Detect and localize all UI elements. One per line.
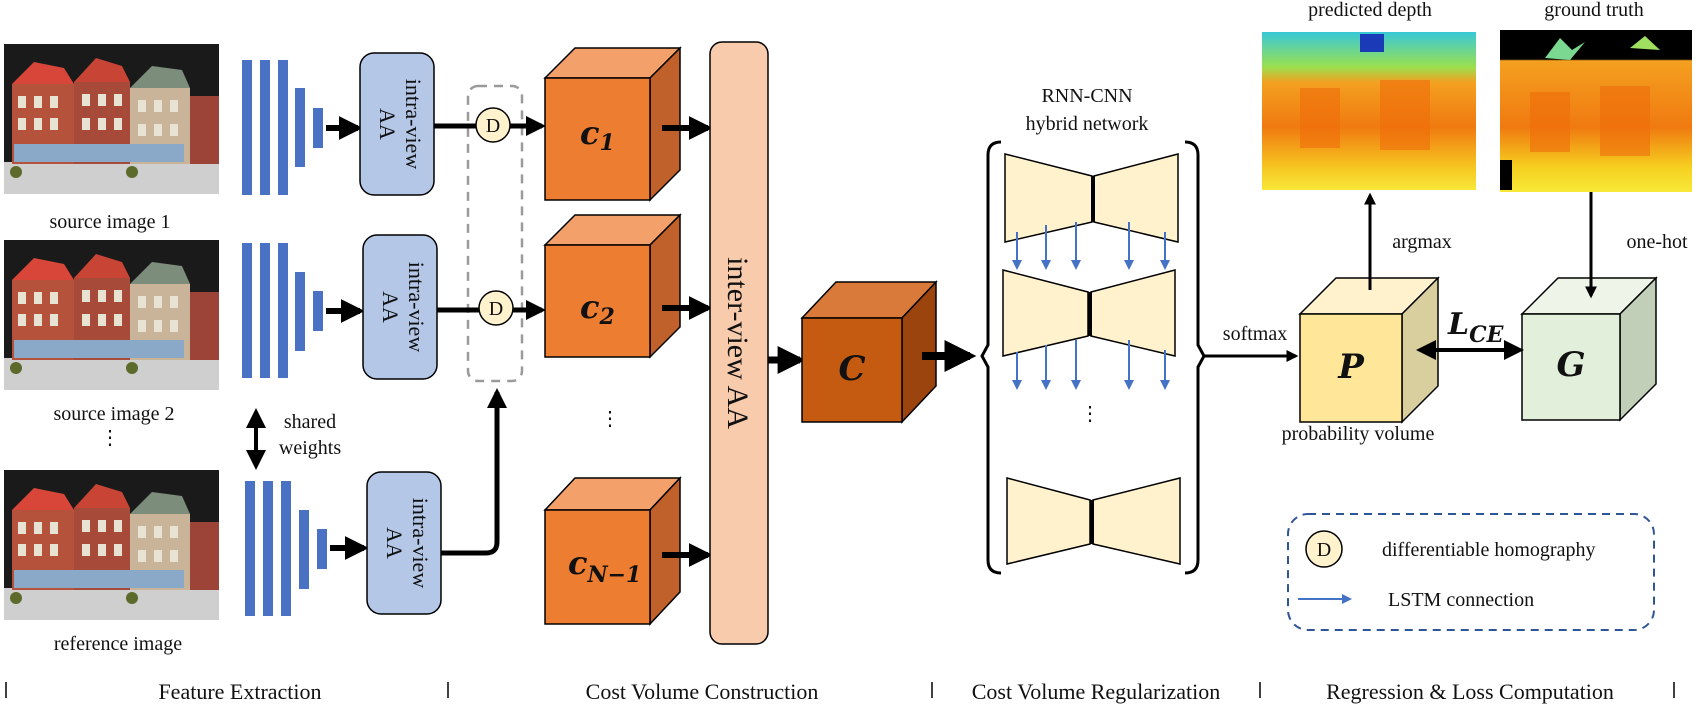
reference-image-label: reference image [54,633,182,655]
lstm-connections-1 [1012,222,1170,270]
homography-node-1: D [475,107,511,143]
homography-group-box [466,84,524,383]
source-image-2 [4,240,219,390]
section-regression-loss: Regression & Loss Computation [1326,679,1614,704]
predicted-depth-label: predicted depth [1308,0,1432,21]
ground-truth-volume: G [1520,276,1658,422]
inter-view-aa: inter-view AA [709,41,769,645]
source-image-1-label: source image 1 [49,211,170,233]
rnn-cnn-label-2: hybrid network [1026,113,1149,135]
svg-text:D: D [486,115,500,137]
source-image-1 [4,44,219,194]
svg-text:AA: AA [378,291,403,323]
predicted-depth-map [1262,32,1476,190]
svg-text:intra-view: intra-view [408,498,433,589]
svg-text:D: D [1317,539,1331,561]
unet-block-1 [1004,153,1179,243]
rnn-cnn-label-1: RNN-CNN [1041,85,1132,107]
cost-volume-ellipsis: ⋮ [600,408,620,430]
feature-extractor-ref [245,481,327,616]
section-dividers [5,682,1675,698]
svg-text:D: D [489,298,503,320]
svg-text:inter-view AA: inter-view AA [721,257,754,429]
combined-cost-volume: C [800,280,938,424]
unet-block-2 [1002,269,1176,357]
images-ellipsis: ⋮ [100,427,120,449]
source-image-2-label: source image 2 [53,403,174,425]
homography-node-2: D [478,290,514,326]
intra-view-aa-2: intra-view AA [362,234,438,380]
feature-extractor-2 [242,243,323,378]
svg-text:c2: c2 [580,288,615,330]
ground-truth-label: ground truth [1544,0,1643,21]
feature-extractor-1 [242,60,323,195]
cost-volume-c1: c1 [543,46,682,202]
network-ellipsis: ⋮ [1080,403,1100,425]
shared-weights-label-2: weights [279,437,341,459]
svg-text:C: C [838,349,865,389]
svg-text:c1: c1 [580,114,615,156]
cost-volume-cN: cN−1 [543,476,682,626]
probability-volume: P [1298,276,1440,424]
legend-lstm-label: LSTM connection [1388,589,1534,611]
shared-weights-label-1: shared [284,411,336,433]
section-feature-extraction: Feature Extraction [158,679,321,704]
unet-block-n [1006,477,1181,565]
legend-homography-label: differentiable homography [1382,539,1595,561]
one-hot-label: one-hot [1626,231,1688,253]
svg-text:AA: AA [382,527,407,559]
ground-truth-map [1500,30,1692,192]
probability-volume-label: probability volume [1282,423,1435,445]
network-bracket-left [980,140,1002,575]
section-cost-volume-regularization: Cost Volume Regularization [972,679,1221,704]
svg-text:AA: AA [375,108,400,140]
svg-text:intra-view: intra-view [404,262,429,353]
legend-homography-icon: D [1305,530,1343,568]
cost-volume-c2: c2 [543,213,682,359]
svg-text:P: P [1337,347,1365,387]
intra-view-aa-ref: intra-view AA [366,471,442,615]
softmax-label: softmax [1223,323,1287,345]
svg-text:cN−1: cN−1 [568,544,641,588]
arrow-ref-homography [441,388,507,556]
svg-text:intra-view: intra-view [401,79,426,170]
argmax-label: argmax [1392,231,1452,253]
loss-label: LCE [1447,307,1505,348]
svg-text:G: G [1556,345,1585,385]
reference-image [4,470,219,620]
section-cost-volume-construction: Cost Volume Construction [586,679,819,704]
network-bracket-right [1184,140,1206,575]
lstm-connections-2 [1012,340,1170,390]
legend-box [1287,513,1655,631]
intra-view-aa-1: intra-view AA [359,52,435,196]
